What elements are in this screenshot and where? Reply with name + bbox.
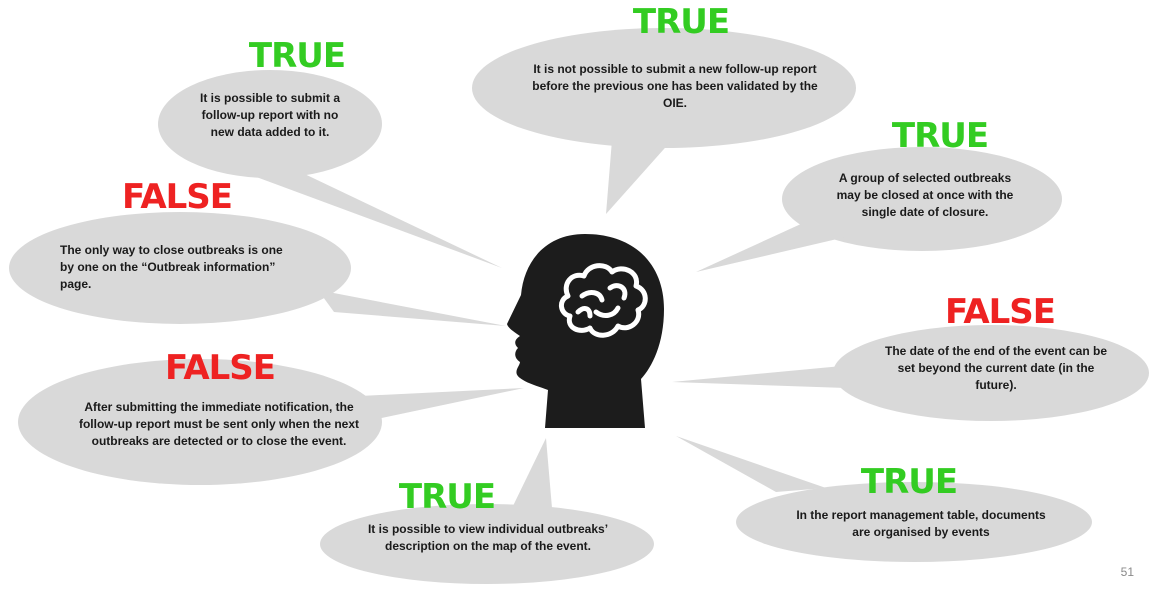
verdict-label-6: TRUE — [398, 477, 496, 517]
page-number: 51 — [1120, 565, 1134, 579]
verdict-label-3: FALSE — [121, 177, 233, 217]
statement-text-7: In the report management table, document… — [796, 508, 1046, 539]
verdict-label-7: TRUE — [860, 462, 958, 502]
statement-text-4: The date of the end of the event can be … — [884, 344, 1108, 392]
verdict-label-4: FALSE — [944, 292, 1056, 332]
speech-bubble-0 — [158, 70, 502, 268]
verdict-label-0: TRUE — [248, 36, 346, 76]
speech-bubble-6 — [320, 438, 654, 584]
verdict-label-1: TRUE — [632, 2, 730, 42]
statement-text-1: It is not possible to submit a new follo… — [532, 62, 818, 110]
statement-text-5: After submitting the immediate notificat… — [78, 400, 359, 448]
statement-text-3: The only way to close outbreaks is one b… — [60, 243, 283, 291]
head-icon — [507, 234, 664, 428]
speech-bubble-3 — [9, 212, 506, 326]
verdict-label-5: FALSE — [164, 348, 276, 388]
speech-bubble-1 — [472, 28, 856, 214]
speech-bubble-5 — [18, 359, 524, 485]
verdict-label-2: TRUE — [891, 116, 989, 156]
speech-bubble-7 — [676, 436, 1092, 562]
statement-text-6: It is possible to view individual outbre… — [367, 522, 609, 553]
statement-text-2: A group of selected outbreaks may be clo… — [836, 171, 1014, 219]
speech-bubble-4 — [672, 325, 1149, 421]
statement-text-0: It is possible to submit a follow-up rep… — [199, 91, 341, 139]
speech-bubble-2 — [696, 147, 1062, 272]
